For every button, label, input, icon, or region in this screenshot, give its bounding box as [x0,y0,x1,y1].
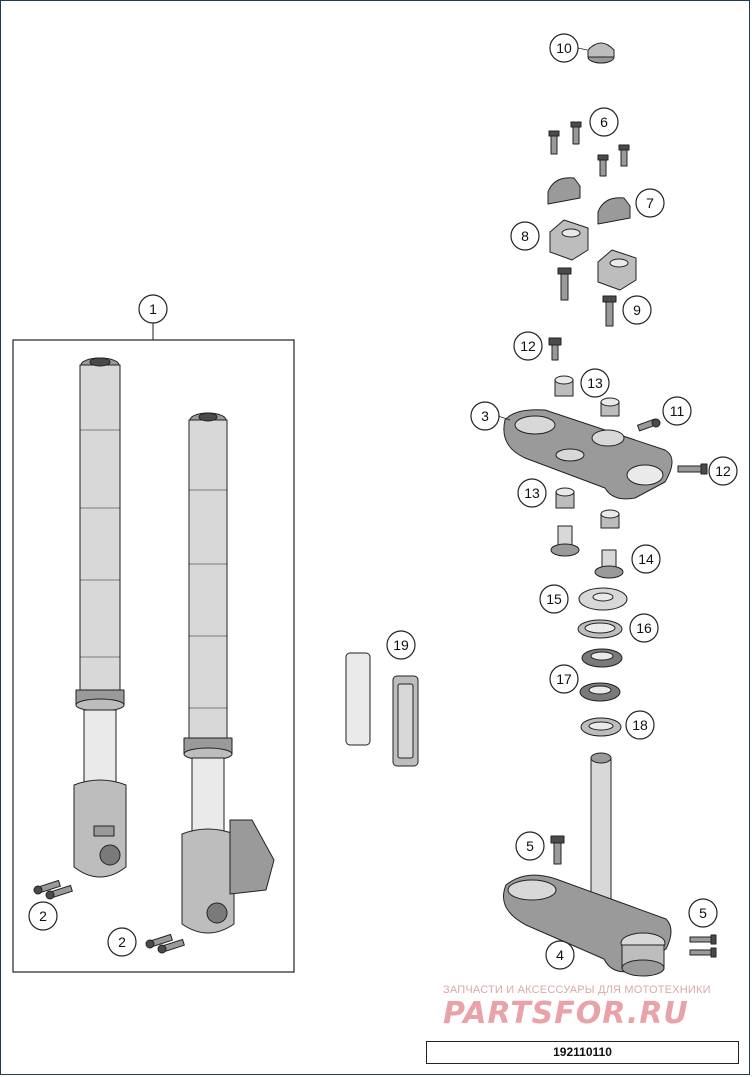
callout-15: 15 [539,584,569,614]
bushing-sleeve-icon [550,525,624,579]
svg-text:19: 19 [393,637,409,653]
bolt-icon-top [548,337,562,361]
svg-text:16: 16 [636,620,652,636]
svg-text:2: 2 [39,908,47,924]
callout-5a: 5 [515,831,545,861]
handlebar-riser-icon [549,219,637,291]
svg-text:2: 2 [118,934,126,950]
callout-2a: 2 [28,901,58,931]
callout-7: 7 [635,188,665,218]
callout-14: 14 [631,544,661,574]
callout-12b: 12 [708,456,738,486]
callout-4: 4 [545,940,575,970]
callout-18: 18 [625,710,655,740]
lower-seal-ring-icon [580,717,622,737]
svg-text:13: 13 [524,485,540,501]
callout-17: 17 [549,664,579,694]
callout-1: 1 [138,294,168,324]
clamp-bolts-icon-stem [550,835,565,865]
svg-text:9: 9 [633,302,641,318]
svg-text:5: 5 [526,838,534,854]
riser-bolt-icon [557,267,617,327]
callout-10: 10 [549,33,579,63]
rubber-bushing-icon-upper [554,375,620,417]
svg-text:12: 12 [715,463,731,479]
axle-clamp-bolts-icon-right [145,933,185,954]
svg-text:6: 6 [600,114,608,130]
callout-9: 9 [622,295,652,325]
callout-13b: 13 [517,478,547,508]
steering-stem-cap-icon [587,42,615,64]
handlebar-clamp-bolts-icon [548,121,630,177]
svg-text:15: 15 [546,591,562,607]
callout-3: 3 [470,401,500,431]
bolt-icon-side [677,463,708,475]
rubber-bushing-icon-lower [555,487,620,529]
callout-12a: 12 [513,331,543,361]
callout-11: 11 [662,396,692,426]
pinch-bolt-icon [637,418,661,432]
svg-text:11: 11 [670,403,685,419]
upper-triple-clamp-icon [503,409,673,500]
leader-lines [497,47,588,421]
fork-left-icon [73,357,127,878]
watermark-subtitle: ЗАПЧАСТИ И АКСЕССУАРЫ ДЛЯ МОТОТЕХНИКИ [443,984,711,996]
svg-text:17: 17 [556,671,572,687]
svg-text:18: 18 [632,717,648,733]
diagram-number: 192110110 [426,1041,739,1064]
callout-6: 6 [589,107,619,137]
watermark-brand: PARTSFOR.RU [443,996,689,1031]
svg-text:5: 5 [699,905,707,921]
steering-bearing-icon [579,648,623,702]
svg-text:14: 14 [638,551,654,567]
svg-text:7: 7 [646,195,654,211]
seal-ring-icon [577,619,623,639]
fork-protector-pads-icon [345,652,419,767]
svg-text:3: 3 [481,408,489,424]
callout-5b: 5 [688,898,718,928]
svg-text:13: 13 [587,375,603,391]
svg-text:12: 12 [520,338,536,354]
callout-8: 8 [510,221,540,251]
callout-19: 19 [386,630,416,660]
axle-clamp-bolts-icon-left [33,879,73,900]
lower-triple-clamp-steering-stem-icon [503,752,672,977]
svg-text:8: 8 [521,228,529,244]
svg-text:4: 4 [556,947,564,963]
svg-text:1: 1 [149,301,157,317]
handlebar-clamp-upper-icon [547,177,631,225]
clamp-bolts-icon-side [689,934,717,958]
callout-16: 16 [629,613,659,643]
callout-2b: 2 [107,927,137,957]
callout-13a: 13 [580,368,610,398]
fork-right-icon [181,412,275,934]
svg-text:10: 10 [556,40,572,56]
dust-cover-icon [578,587,628,611]
